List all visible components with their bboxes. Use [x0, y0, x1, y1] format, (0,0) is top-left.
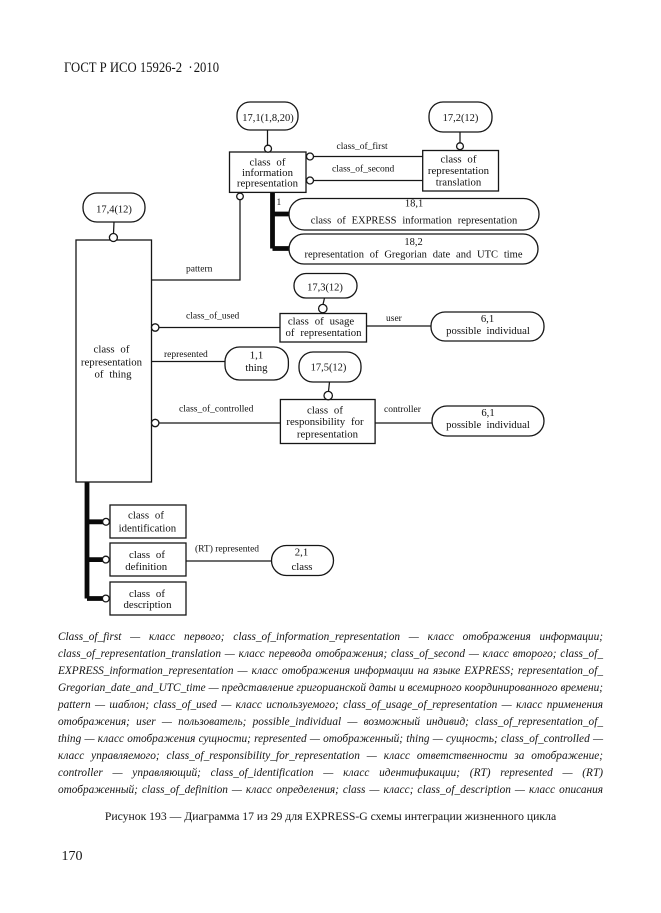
svg-text:(RT) represented: (RT) represented	[195, 544, 259, 555]
svg-text:possible individual: possible individual	[446, 419, 530, 431]
svg-text:of representation: of representation	[285, 327, 362, 339]
svg-text:class of: class of	[307, 405, 343, 417]
svg-text:information: information	[242, 167, 294, 179]
svg-text:class of EXPRESS information r: class of EXPRESS information representat…	[311, 216, 518, 227]
svg-text:identification: identification	[119, 522, 177, 534]
svg-text:possible individual: possible individual	[446, 325, 530, 337]
svg-text:17,4(12): 17,4(12)	[96, 204, 132, 215]
svg-text:translation: translation	[436, 177, 482, 189]
svg-text:representation: representation	[237, 178, 299, 190]
svg-text:18,1: 18,1	[405, 199, 423, 210]
svg-text:class_of_first: class_of_first	[337, 141, 389, 152]
svg-text:1,1: 1,1	[250, 350, 264, 362]
svg-text:class of usage: class of usage	[288, 316, 355, 328]
svg-text:class_of_second: class_of_second	[332, 164, 395, 175]
svg-text:definition: definition	[125, 561, 168, 573]
svg-text:17,1(1,8,20): 17,1(1,8,20)	[242, 113, 294, 124]
svg-text:representation: representation	[81, 357, 143, 369]
svg-text:represented: represented	[164, 350, 208, 360]
svg-text:representation of Gregorian da: representation of Gregorian date and UTC…	[304, 250, 522, 261]
svg-text:pattern: pattern	[186, 265, 213, 275]
svg-text:6,1: 6,1	[481, 313, 494, 325]
svg-text:6,1: 6,1	[481, 407, 494, 419]
svg-text:2,1: 2,1	[295, 547, 309, 559]
svg-text:class of: class of	[129, 549, 165, 561]
svg-text:representation: representation	[297, 428, 359, 440]
svg-text:17,3(12): 17,3(12)	[307, 283, 343, 294]
svg-text:class of: class of	[441, 153, 477, 165]
svg-text:thing: thing	[245, 362, 268, 374]
svg-text:controller: controller	[384, 405, 422, 415]
svg-text:class of: class of	[128, 509, 164, 521]
svg-text:1: 1	[277, 198, 282, 208]
svg-text:class_of_controlled: class_of_controlled	[179, 404, 254, 415]
svg-text:class of: class of	[94, 344, 130, 356]
svg-text:class of: class of	[129, 588, 165, 600]
svg-text:responsibility for: responsibility for	[286, 416, 364, 428]
svg-text:class: class	[292, 561, 313, 573]
svg-text:of thing: of thing	[94, 369, 132, 381]
svg-text:user: user	[386, 314, 403, 324]
svg-text:representation: representation	[428, 165, 490, 177]
svg-text:17,5(12): 17,5(12)	[311, 363, 347, 374]
svg-text:class_of_used: class_of_used	[186, 311, 240, 322]
svg-text:17,2(12): 17,2(12)	[443, 113, 479, 124]
svg-text:class of: class of	[250, 157, 286, 169]
svg-text:description: description	[124, 599, 173, 611]
svg-text:18,2: 18,2	[404, 237, 422, 248]
